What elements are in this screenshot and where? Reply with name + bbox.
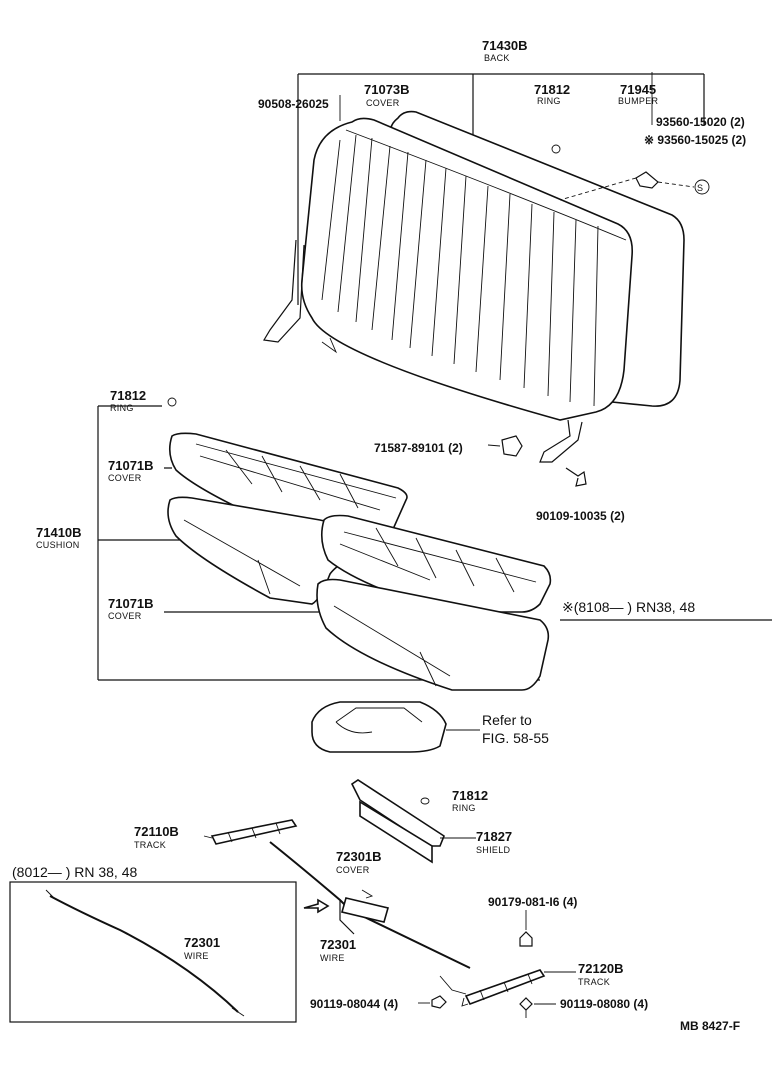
part-number-cushion-cover-lower: 71071B [108, 596, 154, 611]
inset-box [9, 881, 297, 1023]
part-number-bolt-left: 90119-08044 (4) [310, 997, 398, 1011]
part-name-cushion-cover-upper: COVER [108, 473, 142, 483]
part-name-bumper: BUMPER [618, 96, 659, 106]
part-name-shield: SHIELD [476, 845, 511, 855]
label-ring-top: 71812 RING [534, 82, 570, 106]
part-name-ring-shield: RING [452, 803, 476, 813]
part-number-wire-cover: 72301B [336, 849, 382, 864]
part-name-cushion-cover-lower: COVER [108, 611, 142, 621]
part-number-track-right: 72120B [578, 961, 624, 976]
part-number-clip: 71587-89101 (2) [374, 441, 463, 455]
bolt-back-part [565, 467, 587, 487]
bolt-right-part [519, 997, 556, 1018]
part-name-wire-cover: COVER [336, 865, 370, 875]
ring-shield-part [420, 797, 430, 805]
part-number-cushion: 71410B [36, 525, 82, 540]
part-name-back: BACK [484, 53, 510, 63]
label-wire-cover: 72301B COVER [336, 849, 382, 875]
clip-part [487, 435, 523, 457]
track-right-part [439, 969, 576, 1007]
part-name-back-cover: COVER [366, 98, 400, 108]
label-track-right: 72120B TRACK [578, 961, 624, 987]
part-number-bumper: 71945 [620, 82, 656, 97]
part-number-bolt-back: 90109-10035 (2) [536, 509, 625, 523]
wire-main-part [269, 841, 471, 969]
label-bumper: 71945 BUMPER [618, 82, 659, 106]
part-number-cushion-cover-upper: 71071B [108, 458, 154, 473]
seat-back-cover-shape [300, 117, 634, 421]
part-number-track-left: 72110B [134, 824, 179, 839]
part-number-screw-a: 93560-15020 (2) [656, 115, 745, 129]
label-wire-inset: 72301 WIRE [184, 935, 220, 961]
part-name-wire-inset: WIRE [184, 951, 209, 961]
part-number-nut-a: 90179-081-I6 (4) [488, 895, 577, 909]
inset-range-note: (8012— ) RN 38, 48 [12, 864, 137, 880]
nut-a-part [519, 910, 533, 947]
serial-range-note: ※(8108— ) RN38, 48 [562, 599, 695, 615]
label-back: 71430B BACK [482, 38, 528, 63]
part-number-back-cover: 71073B [364, 82, 410, 97]
part-number-ring-top: 71812 [534, 82, 570, 97]
label-track-left: 72110B TRACK [134, 824, 179, 850]
part-number-shield: 71827 [476, 829, 512, 844]
seat-back-assembly: S [263, 72, 710, 463]
part-number-back: 71430B [482, 38, 528, 53]
label-back-cover: 71073B COVER [364, 82, 410, 108]
part-name-ring-top: RING [537, 96, 561, 106]
console-part [311, 701, 480, 753]
label-cushion: 71410B CUSHION [36, 525, 82, 550]
part-name-cushion: CUSHION [36, 540, 80, 550]
part-number-back-bolt: 90508-26025 [258, 97, 329, 111]
track-left-part [203, 819, 298, 845]
cushion-right-shape [316, 578, 550, 691]
refer-note-line2: FIG. 58-55 [482, 730, 549, 746]
part-number-screw-b: ※ 93560-15025 (2) [644, 133, 746, 147]
label-ring-cushion: 71812 RING [110, 388, 146, 413]
label-wire-main: 72301 WIRE [320, 937, 356, 963]
part-name-track-left: TRACK [134, 840, 166, 850]
bolt-left-part [418, 995, 447, 1009]
part-number-bolt-right: 90119-08080 (4) [560, 997, 648, 1011]
part-name-ring-cushion: RING [110, 403, 134, 413]
part-number-ring-shield: 71812 [452, 788, 488, 803]
part-name-wire-main: WIRE [320, 953, 345, 963]
svg-text:S: S [697, 183, 703, 193]
cushion-assembly [97, 397, 552, 691]
label-shield: 71827 SHIELD [476, 829, 512, 855]
label-cushion-cover-upper: 71071B COVER [108, 458, 154, 483]
part-number-ring-cushion: 71812 [110, 388, 146, 403]
wire-cover-part [341, 889, 389, 923]
inset-arrow [303, 898, 330, 914]
part-number-wire-inset: 72301 [184, 935, 220, 950]
part-name-track-right: TRACK [578, 977, 610, 987]
shield-part [350, 779, 476, 864]
drawing-code: MB 8427-F [680, 1019, 740, 1033]
label-ring-shield: 71812 RING [452, 788, 488, 813]
refer-note-line1: Refer to [482, 712, 532, 728]
part-number-wire-main: 72301 [320, 937, 356, 952]
label-cushion-cover-lower: 71071B COVER [108, 596, 154, 621]
